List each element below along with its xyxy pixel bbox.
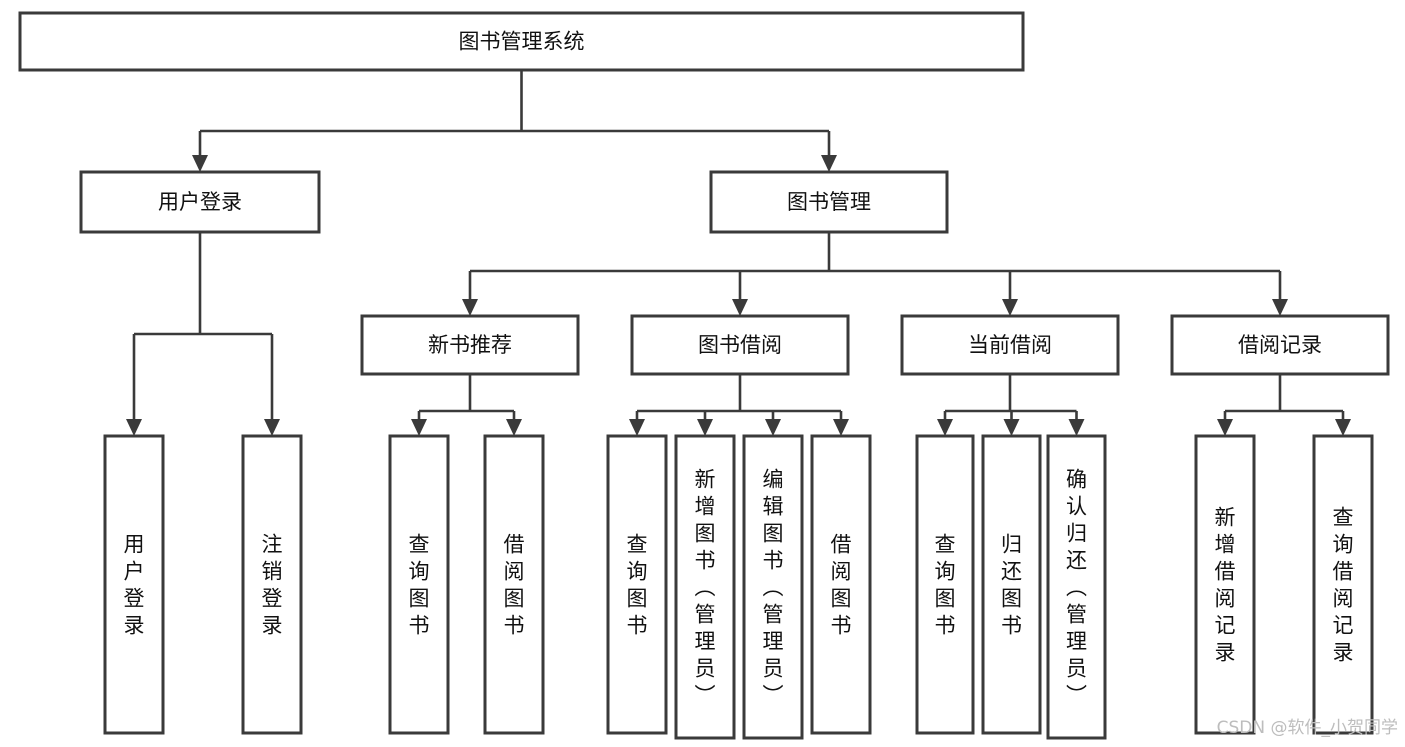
new-book-recommend-to-leaves-branch-1-arrowhead bbox=[506, 419, 522, 436]
node-leaf-user-logout-box[interactable] bbox=[241, 434, 303, 735]
node-borrow-record-label: 借阅记录 bbox=[1238, 333, 1322, 357]
node-root-system-label: 图书管理系统 bbox=[459, 30, 585, 54]
root-to-level2-branch-1-arrowhead bbox=[821, 155, 837, 172]
nodes-layer: 图书管理系统用户登录图书管理新书推荐图书借阅当前借阅借阅记录用户登录注销登录查询… bbox=[18, 11, 1390, 740]
node-book-borrow[interactable]: 图书借阅 bbox=[630, 314, 850, 376]
node-leaf-add-book-label: 新增图书︵管理员︶ bbox=[695, 468, 716, 708]
node-leaf-query-book-current-label: 查询图书 bbox=[935, 533, 956, 638]
node-borrow-record[interactable]: 借阅记录 bbox=[1170, 314, 1390, 376]
book-manage-to-level3-branch-1-arrowhead bbox=[732, 299, 748, 316]
node-leaf-query-book-current-box[interactable] bbox=[915, 434, 975, 735]
node-current-borrow-label: 当前借阅 bbox=[968, 333, 1052, 357]
node-leaf-add-book-box[interactable] bbox=[674, 434, 736, 740]
node-leaf-confirm-return[interactable]: 确认归还︵管理员︶ bbox=[1046, 434, 1107, 740]
node-book-manage-box[interactable] bbox=[709, 170, 949, 234]
node-leaf-query-record-label: 查询借阅记录 bbox=[1333, 506, 1354, 665]
node-root-system-box[interactable] bbox=[18, 11, 1025, 72]
node-leaf-add-record-box[interactable] bbox=[1194, 434, 1256, 735]
node-leaf-query-book-current[interactable]: 查询图书 bbox=[915, 434, 975, 735]
node-leaf-borrow-book-box[interactable] bbox=[810, 434, 872, 735]
node-leaf-borrow-book-label: 借阅图书 bbox=[831, 533, 852, 638]
node-book-manage-label: 图书管理 bbox=[787, 190, 871, 214]
node-user-login-box[interactable] bbox=[79, 170, 321, 234]
node-leaf-query-record[interactable]: 查询借阅记录 bbox=[1312, 434, 1374, 735]
node-leaf-add-record-label: 新增借阅记录 bbox=[1215, 506, 1236, 665]
current-borrow-to-leaves-branch-2-arrowhead bbox=[1068, 419, 1085, 436]
node-leaf-borrow-book[interactable]: 借阅图书 bbox=[810, 434, 872, 735]
node-leaf-return-book-box[interactable] bbox=[981, 434, 1042, 735]
node-borrow-record-box[interactable] bbox=[1170, 314, 1390, 376]
current-borrow-to-leaves-branch-1-arrowhead bbox=[1003, 419, 1020, 436]
book-manage-to-level3-branch-0-arrowhead bbox=[462, 299, 478, 316]
node-leaf-user-login[interactable]: 用户登录 bbox=[103, 434, 165, 735]
book-manage-to-level3-branch-2-arrowhead bbox=[1002, 299, 1018, 316]
connectors-layer bbox=[126, 70, 1351, 436]
csdn-watermark: CSDN @软件_小贺同学 bbox=[1217, 718, 1398, 738]
user-login-to-leaves-branch-1-arrowhead bbox=[264, 419, 280, 436]
node-leaf-add-record[interactable]: 新增借阅记录 bbox=[1194, 434, 1256, 735]
node-leaf-confirm-return-box[interactable] bbox=[1046, 434, 1107, 740]
node-leaf-borrow-book-rec-label: 借阅图书 bbox=[504, 533, 525, 638]
node-leaf-edit-book-box[interactable] bbox=[742, 434, 804, 740]
node-leaf-query-book-borrow-label: 查询图书 bbox=[627, 533, 648, 638]
node-user-login-label: 用户登录 bbox=[158, 190, 242, 214]
node-leaf-query-record-box[interactable] bbox=[1312, 434, 1374, 735]
node-book-manage[interactable]: 图书管理 bbox=[709, 170, 949, 234]
node-leaf-user-login-label: 用户登录 bbox=[124, 533, 145, 638]
new-book-recommend-to-leaves-branch-0-arrowhead bbox=[411, 419, 427, 436]
node-leaf-query-book-borrow[interactable]: 查询图书 bbox=[606, 434, 668, 735]
node-leaf-return-book-label: 归还图书 bbox=[1001, 533, 1022, 638]
current-borrow-to-leaves-branch-0-arrowhead bbox=[937, 419, 953, 436]
node-leaf-user-login-box[interactable] bbox=[103, 434, 165, 735]
node-new-book-recommend-box[interactable] bbox=[360, 314, 580, 376]
node-leaf-borrow-book-rec-box[interactable] bbox=[483, 434, 545, 735]
node-leaf-query-book-rec[interactable]: 查询图书 bbox=[388, 434, 450, 735]
book-manage-to-level3-branch-3-arrowhead bbox=[1272, 299, 1288, 316]
borrow-record-to-leaves-branch-1-arrowhead bbox=[1335, 419, 1351, 436]
borrow-record-to-leaves-branch-0-arrowhead bbox=[1217, 419, 1233, 436]
node-leaf-query-book-borrow-box[interactable] bbox=[606, 434, 668, 735]
book-borrow-to-leaves-branch-0-arrowhead bbox=[629, 419, 645, 436]
node-leaf-confirm-return-label: 确认归还︵管理员︶ bbox=[1066, 468, 1087, 708]
root-to-level2-branch-0-arrowhead bbox=[192, 155, 208, 172]
node-book-borrow-box[interactable] bbox=[630, 314, 850, 376]
node-new-book-recommend[interactable]: 新书推荐 bbox=[360, 314, 580, 376]
node-leaf-edit-book-label: 编辑图书︵管理员︶ bbox=[763, 468, 784, 708]
node-leaf-user-logout[interactable]: 注销登录 bbox=[241, 434, 303, 735]
node-leaf-return-book[interactable]: 归还图书 bbox=[981, 434, 1042, 735]
node-leaf-user-logout-label: 注销登录 bbox=[262, 533, 283, 638]
node-new-book-recommend-label: 新书推荐 bbox=[428, 333, 512, 357]
node-leaf-add-book[interactable]: 新增图书︵管理员︶ bbox=[674, 434, 736, 740]
node-user-login[interactable]: 用户登录 bbox=[79, 170, 321, 234]
book-borrow-to-leaves-branch-2-arrowhead bbox=[765, 419, 781, 436]
node-root-system[interactable]: 图书管理系统 bbox=[18, 11, 1025, 72]
book-borrow-to-leaves-branch-1-arrowhead bbox=[697, 419, 713, 436]
node-leaf-query-book-rec-box[interactable] bbox=[388, 434, 450, 735]
node-leaf-query-book-rec-label: 查询图书 bbox=[409, 533, 430, 638]
user-login-to-leaves-branch-0-arrowhead bbox=[126, 419, 142, 436]
node-current-borrow-box[interactable] bbox=[900, 314, 1120, 376]
node-current-borrow[interactable]: 当前借阅 bbox=[900, 314, 1120, 376]
node-book-borrow-label: 图书借阅 bbox=[698, 333, 782, 357]
node-leaf-edit-book[interactable]: 编辑图书︵管理员︶ bbox=[742, 434, 804, 740]
node-leaf-borrow-book-rec[interactable]: 借阅图书 bbox=[483, 434, 545, 735]
book-borrow-to-leaves-branch-3-arrowhead bbox=[833, 419, 849, 436]
